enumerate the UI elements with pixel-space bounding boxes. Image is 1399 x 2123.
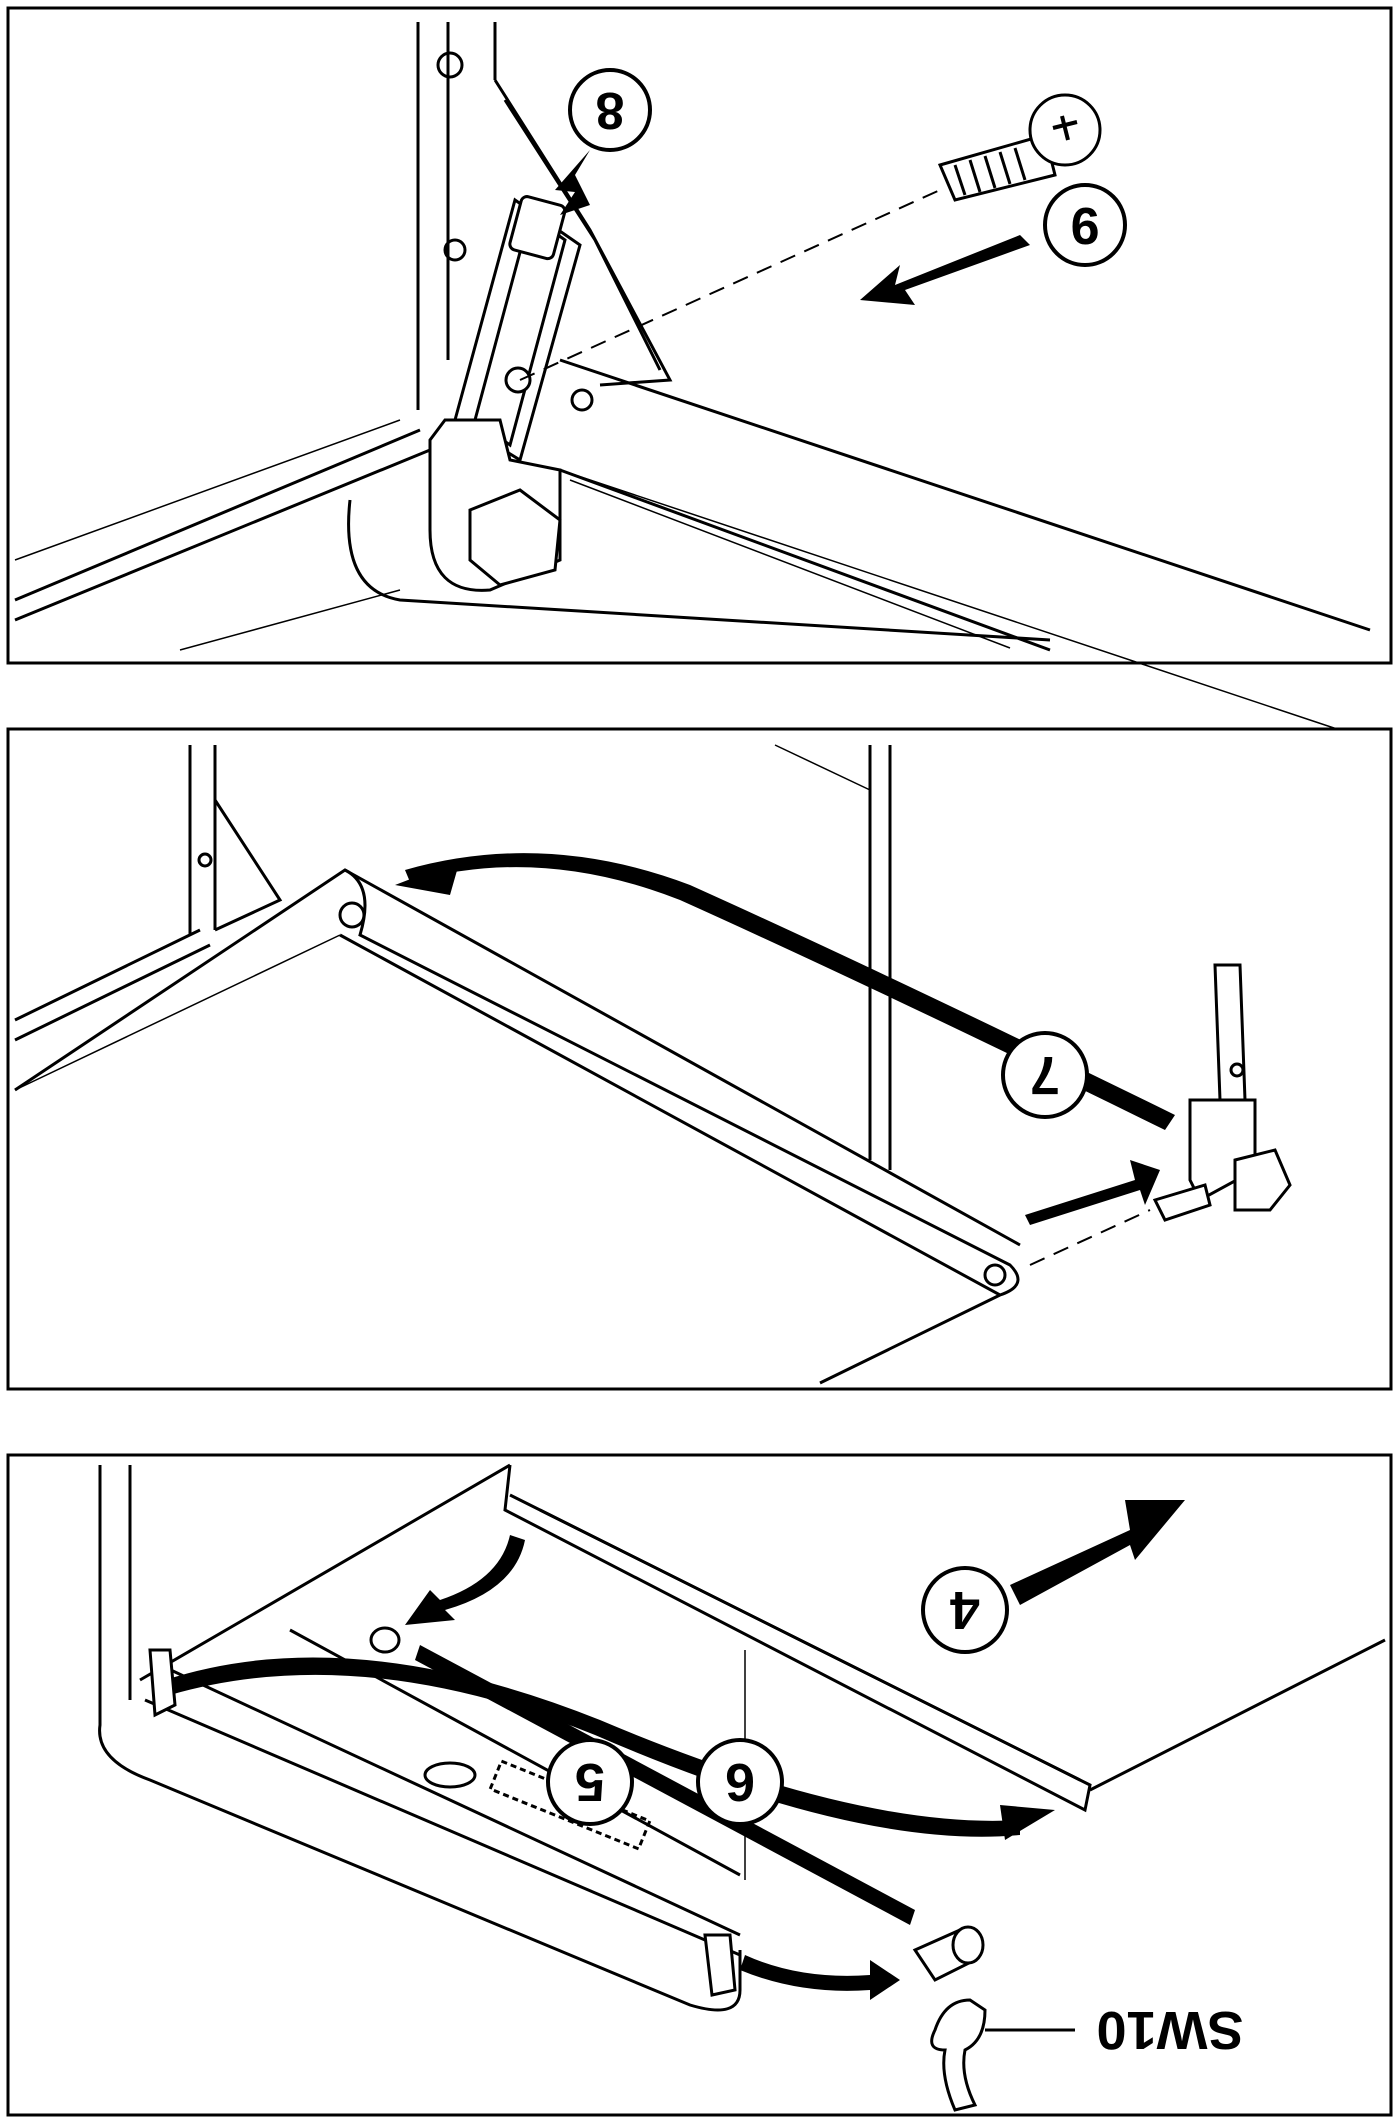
cabinet-side (14, 744, 892, 1170)
door-panel-3 (289, 1464, 1386, 1880)
panel-3: SW10 4 5 6 (6, 1453, 1393, 2117)
arrow-9 (860, 235, 1030, 305)
arrow-4 (1010, 1500, 1185, 1605)
hinge-bracket (428, 195, 582, 592)
step-4-marker: 4 (921, 1566, 1009, 1654)
cabinet-base (14, 419, 1051, 652)
step-7-marker: 7 (1001, 1031, 1089, 1119)
door-panel-1 (559, 358, 1371, 741)
arrow-7-head (395, 860, 460, 895)
wrench-icon (930, 1998, 987, 2112)
arrow-6-curve (165, 1657, 1020, 1837)
step-9-label: 9 (1071, 196, 1100, 254)
panel-1-frame (6, 6, 1393, 665)
arrow-5-bar (415, 1645, 915, 1925)
step-5-marker: 5 (546, 1738, 634, 1826)
step-6-label: 6 (725, 1752, 755, 1812)
arrow-insert (1025, 1160, 1160, 1225)
screw (937, 93, 1102, 202)
arrow-6-head (1000, 1805, 1055, 1840)
step-7-label: 7 (1030, 1045, 1060, 1105)
step-9-marker: 9 (1043, 183, 1127, 267)
panel-1: 8 9 (6, 6, 1393, 741)
hinge-detached (1152, 963, 1292, 1222)
arrow-bottom (740, 1955, 900, 2000)
step-4-label: 4 (950, 1580, 980, 1640)
arrow-8 (555, 150, 590, 215)
pins (148, 1626, 985, 1997)
hinge-axis (1029, 1209, 1151, 1266)
cabinet-body (98, 1463, 742, 2012)
panel-2-frame (6, 727, 1393, 1391)
cabinet-wall (416, 22, 673, 410)
tool-size-label: SW10 (1096, 2000, 1243, 2060)
step-5-label: 5 (575, 1752, 605, 1812)
door-panel-2 (14, 868, 1021, 1385)
panel-2: 7 (6, 727, 1393, 1391)
step-6-marker: 6 (696, 1738, 784, 1826)
arrow-left-top (405, 1535, 525, 1625)
step-8-marker: 8 (568, 68, 652, 152)
step-8-label: 8 (596, 81, 625, 139)
